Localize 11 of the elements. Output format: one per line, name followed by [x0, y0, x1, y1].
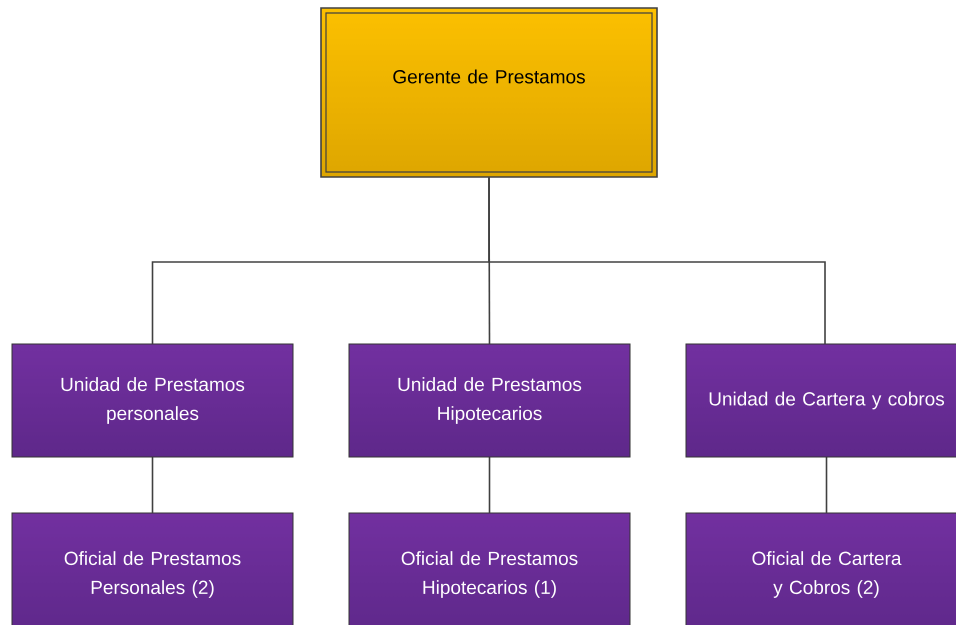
- unit-box: Unidad de Prestamos personales: [12, 344, 294, 458]
- connector-line: [488, 178, 826, 344]
- unit-box: Unidad de Prestamos Hipotecarios: [348, 344, 630, 458]
- unit-box: Oficial de Cartera y Cobros (2): [686, 512, 956, 625]
- connector-line: [826, 458, 828, 513]
- connector-line: [152, 458, 154, 513]
- connector-line: [488, 458, 490, 513]
- unit-box: Oficial de Prestamos Hipotecarios (1): [348, 512, 630, 625]
- unit-box: Oficial de Prestamos Personales (2): [12, 512, 294, 625]
- manager-box: Gerente de Prestamos: [320, 7, 658, 178]
- unit-box: Unidad de Cartera y cobros: [686, 344, 956, 458]
